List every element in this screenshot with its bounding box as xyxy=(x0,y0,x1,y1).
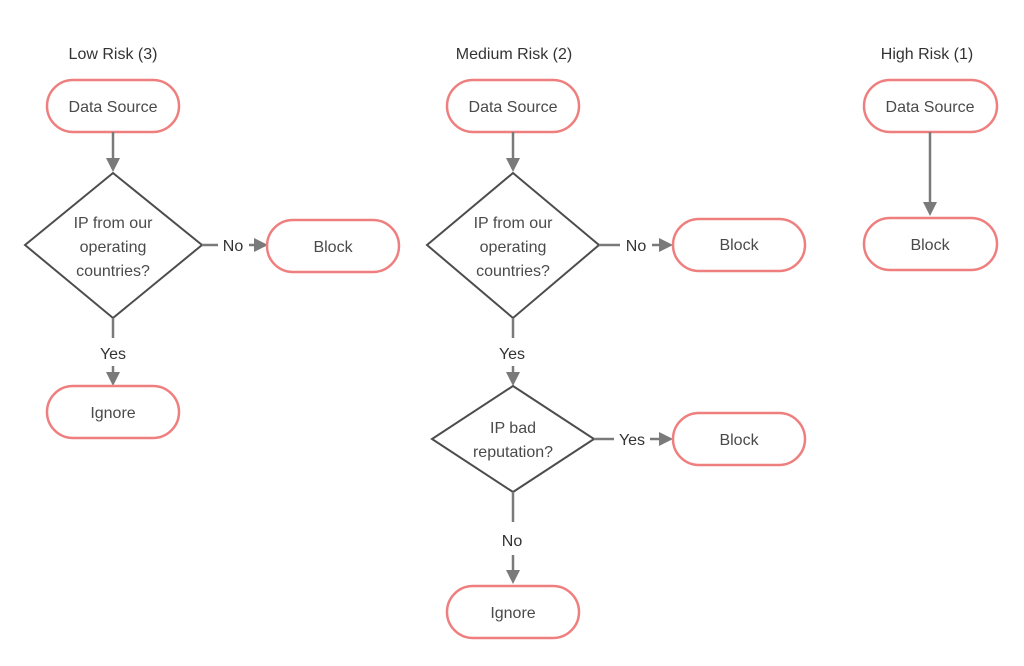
column-title-medium-risk: Medium Risk (2) xyxy=(456,46,572,63)
node-low-data-source[interactable]: Data Source xyxy=(45,78,181,134)
edge-label-low-yes: Yes xyxy=(100,346,126,363)
node-high-data-source[interactable]: Data Source xyxy=(862,78,999,134)
edge-label-medium-no: No xyxy=(626,238,647,255)
node-low-decision-ip-country[interactable]: IP from our operating countries? xyxy=(23,171,204,320)
edge-medium-source-to-decision xyxy=(506,132,520,172)
edge-label-medium-yes-2: Yes xyxy=(619,432,645,449)
node-medium-data-source-label: Data Source xyxy=(469,99,558,116)
node-low-ignore-label: Ignore xyxy=(90,405,135,422)
node-low-ignore[interactable]: Ignore xyxy=(45,384,181,440)
edge-low-decision-yes: Yes xyxy=(100,318,126,386)
node-medium-block-1-label: Block xyxy=(719,237,759,254)
node-medium-decision1-line-1: IP from our xyxy=(474,215,554,232)
node-medium-ignore-label: Ignore xyxy=(490,605,535,622)
node-low-decision-line-2: operating xyxy=(80,239,147,256)
edge-medium-decision2-no: No xyxy=(502,492,523,584)
node-medium-data-source[interactable]: Data Source xyxy=(445,78,581,134)
column-high-risk: High Risk (1) Data Source Block xyxy=(862,46,999,272)
node-low-data-source-label: Data Source xyxy=(69,99,158,116)
node-medium-decision-ip-reputation[interactable]: IP bad reputation? xyxy=(430,384,596,494)
node-low-block-label: Block xyxy=(313,239,353,256)
node-low-decision-line-1: IP from our xyxy=(74,215,154,232)
node-medium-block-1[interactable]: Block xyxy=(671,217,807,273)
node-low-block[interactable]: Block xyxy=(265,218,401,274)
edge-high-source-to-block xyxy=(923,132,937,216)
node-medium-decision1-line-3: countries? xyxy=(476,263,550,280)
node-medium-block-2-label: Block xyxy=(719,432,759,449)
edge-low-decision-no: No xyxy=(202,238,268,255)
edge-low-source-to-decision xyxy=(106,132,120,172)
column-title-low-risk: Low Risk (3) xyxy=(69,46,158,63)
edge-label-low-no: No xyxy=(223,238,244,255)
node-high-data-source-label: Data Source xyxy=(886,99,975,116)
node-medium-decision2-line-1: IP bad xyxy=(490,420,536,437)
edge-medium-decision1-yes: Yes xyxy=(499,318,525,386)
node-high-block-label: Block xyxy=(910,237,950,254)
edge-medium-decision1-no: No xyxy=(599,238,673,255)
node-medium-decision-ip-country[interactable]: IP from our operating countries? xyxy=(425,171,601,320)
node-low-decision-line-3: countries? xyxy=(76,263,150,280)
node-medium-block-2[interactable]: Block xyxy=(671,411,807,467)
node-high-block[interactable]: Block xyxy=(862,216,999,272)
node-medium-decision1-line-2: operating xyxy=(480,239,547,256)
edge-label-medium-no-2: No xyxy=(502,533,523,550)
node-medium-decision2-line-2: reputation? xyxy=(473,444,553,461)
column-low-risk: Low Risk (3) Data Source IP from our ope… xyxy=(23,46,401,440)
column-title-high-risk: High Risk (1) xyxy=(881,46,973,63)
column-medium-risk: Medium Risk (2) Data Source IP from our … xyxy=(425,46,807,640)
edge-label-medium-yes: Yes xyxy=(499,346,525,363)
node-medium-ignore[interactable]: Ignore xyxy=(445,584,581,640)
edge-medium-decision2-yes: Yes xyxy=(594,432,673,449)
